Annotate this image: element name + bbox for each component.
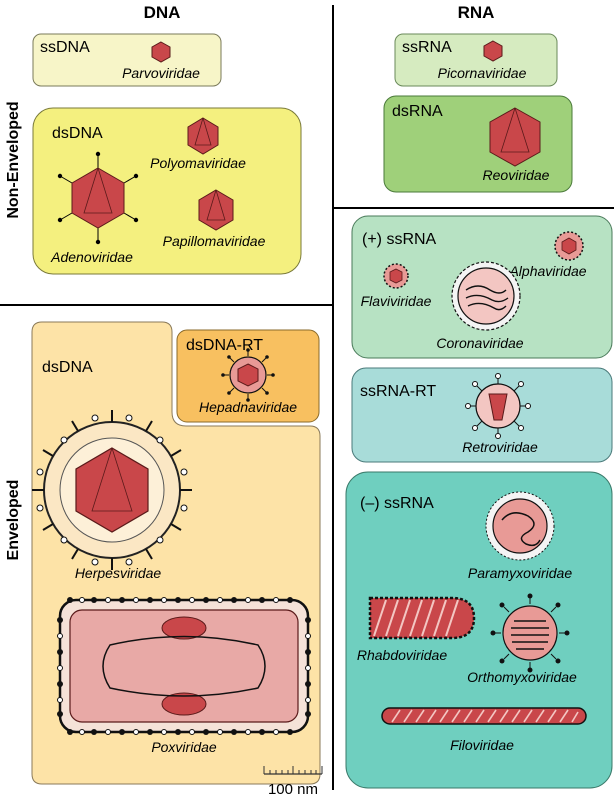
herpesvirus-facet	[91, 447, 133, 512]
alphavirus-capsid	[561, 237, 577, 255]
dsrna-label: dsRNA	[392, 103, 443, 120]
dsdna-rt-label: dsDNA-RT	[186, 337, 263, 354]
orthomyxovirus-envelope	[502, 605, 558, 661]
hepadnavirus-capsid	[237, 363, 259, 387]
coronavirus	[451, 261, 521, 331]
adenovirus-facet	[83, 167, 113, 214]
poxvirus-core-region	[69, 609, 299, 723]
dsrna-box: dsRNA Reoviridae	[383, 95, 573, 193]
alphaviridae-label: Alphaviridae	[508, 263, 586, 279]
enveloped-label: Enveloped	[5, 480, 22, 561]
coronavirus-nucleocapsid	[465, 285, 509, 311]
herpesvirus	[32, 410, 192, 570]
reovirus-capsid	[489, 107, 541, 167]
dsdna-enveloped-label: dsDNA	[42, 359, 93, 376]
rna-header: RNA	[458, 3, 495, 22]
pos-ssrna-label: (+) ssRNA	[362, 231, 437, 248]
filoviridae-label: Filoviridae	[450, 737, 514, 753]
coronavirus-envelope	[457, 267, 515, 325]
retrovirus-core	[488, 393, 508, 421]
papillomavirus-facet	[206, 189, 226, 221]
dsdna-rt-box: dsDNA-RT Hepadnaviridae	[176, 329, 320, 423]
dsdna-naked-label: dsDNA	[52, 125, 103, 142]
poxvirus-core	[102, 635, 266, 697]
adenovirus-fibers	[57, 151, 139, 245]
ssdna-box-bg	[32, 33, 222, 87]
ssrna-box-bg	[394, 33, 558, 87]
hepadnavirus	[221, 348, 275, 402]
picornavirus-capsid	[483, 40, 503, 62]
poxviridae-label: Poxviridae	[151, 739, 217, 755]
filovirus-body	[381, 707, 587, 725]
non-enveloped-label: Non-Enveloped	[5, 101, 22, 218]
rhabdovirus	[368, 596, 476, 640]
herpesviridae-label: Herpesviridae	[75, 565, 162, 581]
paramyxovirus-nucleocapsid	[501, 512, 541, 547]
ssdna-label: ssDNA	[40, 39, 90, 56]
polyomaviridae-label: Polyomaviridae	[150, 155, 246, 171]
ssrna-rt-label: ssRNA-RT	[360, 383, 436, 400]
poxvirus	[57, 597, 311, 735]
adenoviridae-label: Adenoviridae	[50, 249, 133, 265]
papillomaviridae-label: Papillomaviridae	[163, 233, 266, 249]
neg-ssrna-box: (–) ssRNA Paramyxoviridae Rhabdoviridae	[345, 471, 613, 789]
paramyxovirus	[485, 491, 555, 561]
paramyxoviridae-label: Paramyxoviridae	[468, 565, 572, 581]
picornaviridae-label: Picornaviridae	[438, 65, 527, 81]
ssrna-rt-box: ssRNA-RT Retroviridae	[351, 367, 613, 463]
flavivirus-capsid	[389, 268, 403, 284]
poxvirus-lateral-body-top	[161, 616, 207, 640]
ssrna-box: ssRNA Picornaviridae	[394, 33, 558, 87]
dsdna-naked-box: dsDNA Polyomaviridae Adenoviridae Papill…	[32, 107, 302, 275]
retrovirus	[465, 373, 531, 439]
ssrna-label: ssRNA	[402, 39, 452, 56]
dsdna-naked-box-bg	[32, 107, 302, 275]
poxvirus-lateral-body-bottom	[161, 692, 207, 716]
flaviviridae-label: Flaviviridae	[361, 293, 432, 309]
parvoviridae-label: Parvoviridae	[122, 65, 200, 81]
neg-ssrna-label: (–) ssRNA	[360, 495, 434, 512]
dsdna-enveloped-box: dsDNA	[31, 321, 321, 785]
orthomyxoviridae-label: Orthomyxoviridae	[467, 669, 577, 685]
polyomavirus-facet	[194, 117, 212, 146]
orthomyxovirus	[490, 593, 570, 673]
parvovirus-capsid	[151, 41, 171, 63]
filovirus	[381, 707, 587, 725]
scale-bar: 100 nm	[263, 766, 323, 798]
flavivirus	[383, 263, 409, 289]
paramyxovirus-envelope	[492, 498, 548, 554]
hepadnaviridae-label: Hepadnaviridae	[199, 399, 297, 415]
alphavirus	[554, 231, 584, 261]
rhabdoviridae-label: Rhabdoviridae	[357, 647, 447, 663]
scale-bar-label: 100 nm	[268, 781, 318, 798]
coronaviridae-label: Coronaviridae	[436, 335, 523, 351]
retroviridae-label: Retroviridae	[462, 439, 538, 455]
pos-ssrna-box: (+) ssRNA Flaviviridae Alphaviridae Coro…	[351, 215, 613, 359]
reoviridae-label: Reoviridae	[483, 167, 550, 183]
dna-header: DNA	[144, 3, 181, 22]
reovirus-facet	[500, 107, 530, 153]
ssdna-box: ssDNA Parvoviridae	[32, 33, 222, 87]
